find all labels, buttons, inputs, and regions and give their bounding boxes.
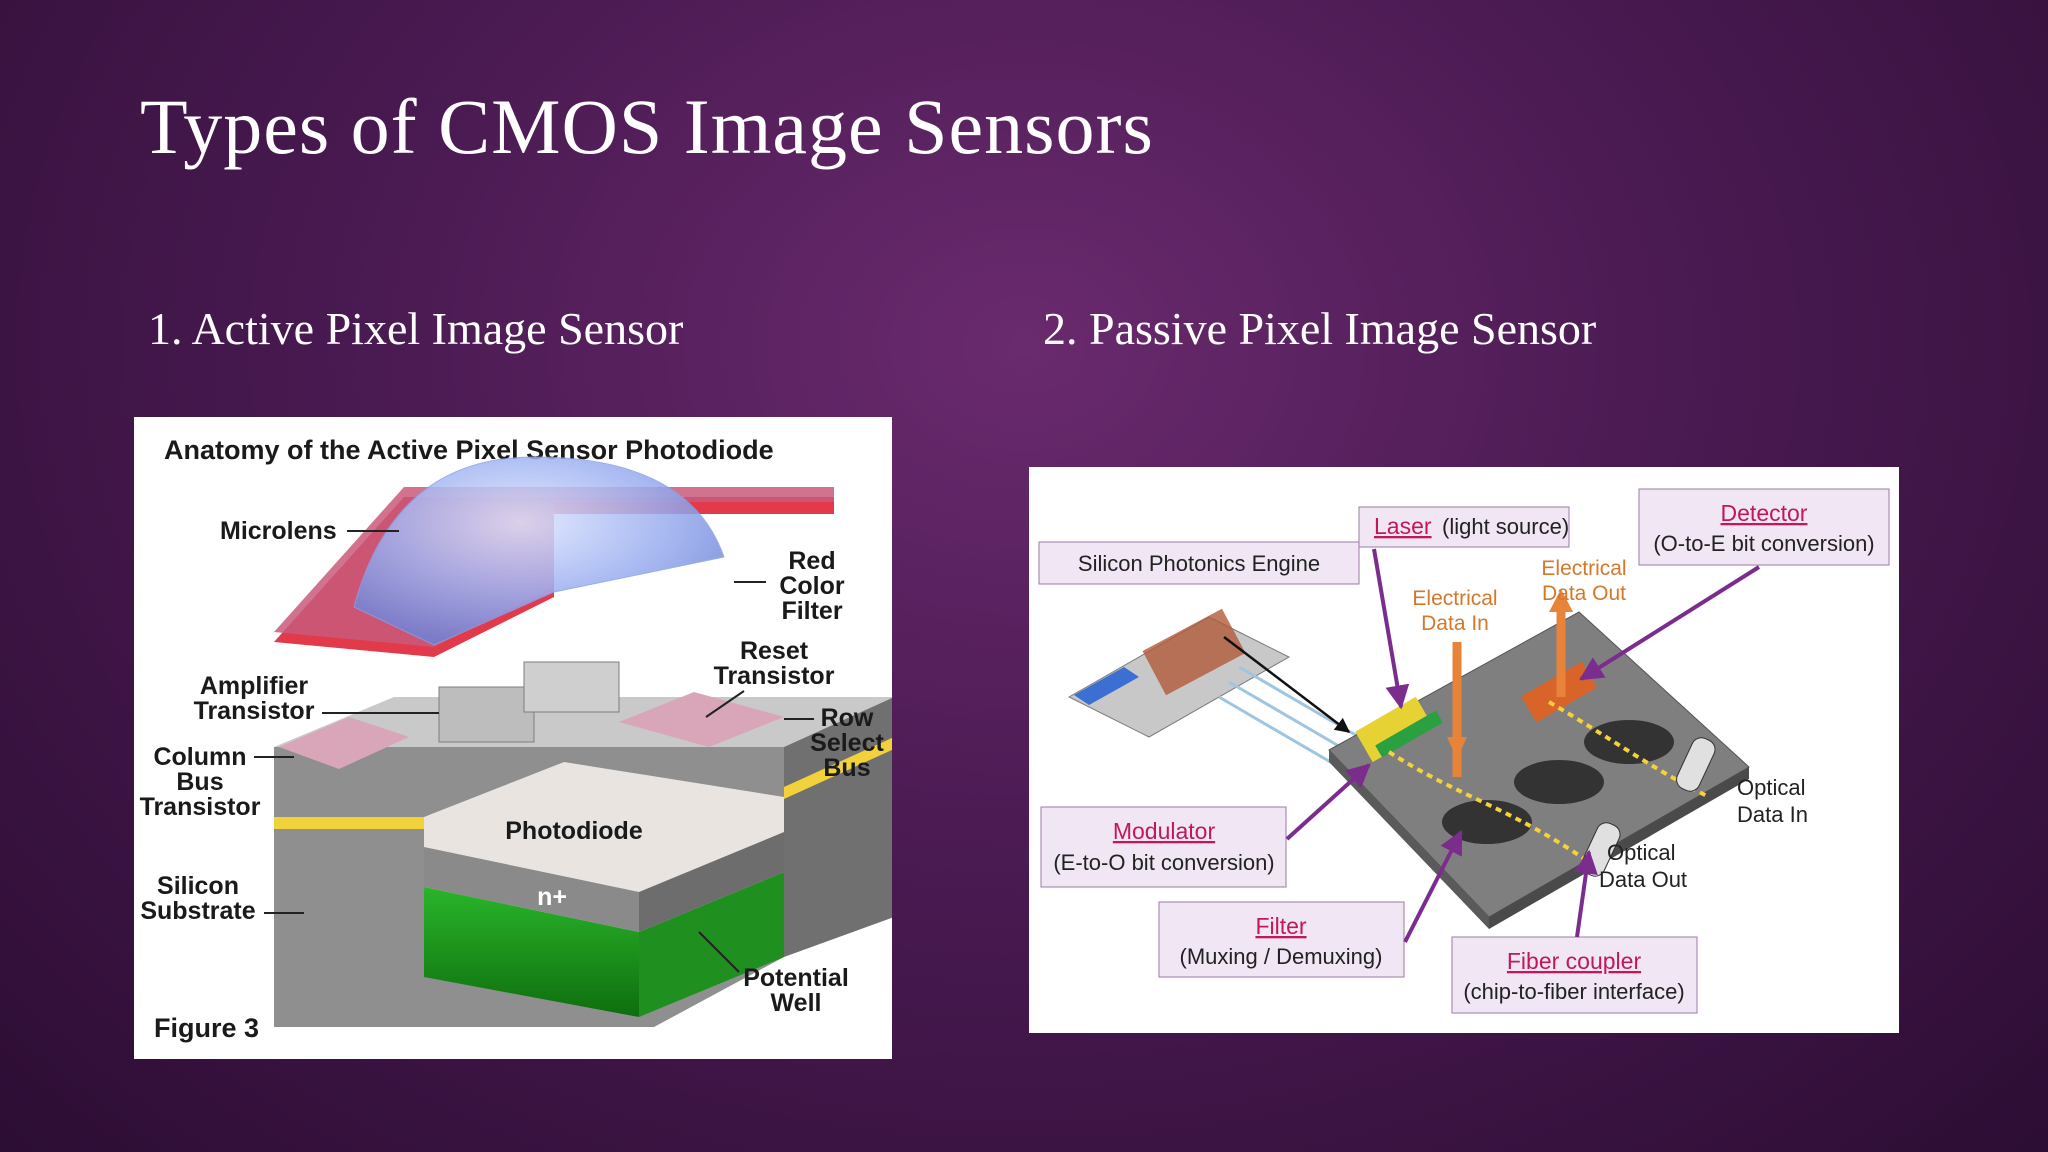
- label-modulator: Modulator: [1113, 818, 1216, 844]
- label-column-transistor: Transistor: [140, 793, 261, 821]
- callout-fiber-coupler: [1451, 936, 1698, 1014]
- label-select: Select: [810, 729, 884, 757]
- laser-text: Laser (light source): [1374, 513, 1569, 539]
- label-optical-out-2: Data Out: [1599, 867, 1687, 892]
- filter-ring-3: [1584, 720, 1674, 764]
- slide-title: Types of CMOS Image Sensors: [140, 83, 1154, 170]
- label-electrical-in-2: Data In: [1421, 612, 1489, 635]
- subheading-passive-pixel: 2. Passive Pixel Image Sensor: [1043, 303, 1597, 354]
- callout-laser: [1358, 506, 1570, 548]
- figure-title: Anatomy of the Active Pixel Sensor Photo…: [164, 435, 774, 465]
- label-substrate: Substrate: [140, 897, 255, 925]
- label-optical-out-1: Optical: [1607, 840, 1675, 865]
- n-plus-layer: [424, 847, 639, 932]
- label-well: Well: [771, 989, 822, 1017]
- reset-transistor: [523, 661, 620, 713]
- active-pixel-diagram: Anatomy of the Active Pixel Sensor Photo…: [140, 435, 892, 1043]
- yellow-layer-left: [274, 817, 424, 829]
- passive-pixel-figure: Silicon Photonics Engine Electrical Data…: [1029, 467, 1899, 1033]
- label-optical-in-2: Data In: [1737, 802, 1808, 827]
- label-silicon: Silicon: [157, 872, 239, 900]
- subheading-active-pixel: 1. Active Pixel Image Sensor: [148, 303, 684, 354]
- label-detector-desc: (O-to-E bit conversion): [1653, 531, 1874, 556]
- label-electrical-out-2: Data Out: [1542, 582, 1626, 605]
- label-electrical-out-1: Electrical: [1541, 557, 1626, 580]
- label-figure-3: Figure 3: [154, 1013, 259, 1043]
- label-column-bus: Bus: [176, 768, 223, 796]
- label-row: Row: [821, 704, 874, 732]
- label-amplifier-transistor: Transistor: [194, 697, 315, 725]
- label-reset: Reset: [740, 637, 809, 665]
- main-chip-edge-right: [1489, 767, 1749, 929]
- label-filter: Filter: [1255, 913, 1306, 939]
- small-chip-blue-block: [1074, 667, 1139, 705]
- label-microlens: Microlens: [220, 517, 337, 545]
- row-select-pad: [619, 692, 784, 747]
- label-optical-in-1: Optical: [1737, 775, 1805, 800]
- callout-filter: [1158, 901, 1405, 978]
- optical-in-connector: [1676, 737, 1716, 792]
- main-chip-edge: [1329, 750, 1489, 929]
- label-filter: Filter: [781, 597, 842, 625]
- microlens-dome: [353, 456, 725, 646]
- label-detector: Detector: [1721, 500, 1808, 526]
- label-red: Red: [788, 547, 835, 575]
- small-chip-grid: [1142, 608, 1246, 696]
- label-amplifier: Amplifier: [200, 672, 309, 700]
- label-fiber-coupler-desc: (chip-to-fiber interface): [1463, 979, 1684, 1004]
- callout-modulator: [1040, 806, 1287, 888]
- n-plus-side: [639, 832, 784, 932]
- label-laser: Laser: [1374, 513, 1432, 539]
- label-color: Color: [779, 572, 845, 600]
- label-n-plus: n+: [537, 883, 567, 911]
- label-filter-desc: (Muxing / Demuxing): [1180, 944, 1383, 969]
- filter-ring-1: [1442, 800, 1532, 844]
- label-modulator-desc: (E-to-O bit conversion): [1053, 850, 1274, 875]
- label-fiber-coupler: Fiber coupler: [1507, 948, 1642, 974]
- label-column: Column: [153, 743, 246, 771]
- label-silicon-photonics-engine: Silicon Photonics Engine: [1078, 551, 1320, 576]
- label-reset-transistor: Transistor: [714, 662, 835, 690]
- modulator-blocks: [1355, 696, 1434, 763]
- filter-ring-2: [1514, 760, 1604, 804]
- potential-well-front: [424, 887, 639, 1017]
- label-laser-desc: (light source): [1442, 514, 1569, 539]
- modulator-green: [1375, 710, 1443, 758]
- amplifier-transistor: [438, 686, 535, 743]
- column-transistor: [279, 717, 409, 769]
- label-photodiode: Photodiode: [505, 817, 643, 845]
- substrate-side: [784, 697, 892, 957]
- label-bus: Bus: [823, 754, 870, 782]
- callout-silicon-photonics: [1038, 541, 1360, 585]
- label-electrical-in-1: Electrical: [1412, 587, 1497, 610]
- yellow-layer-right: [784, 737, 892, 799]
- photonics-diagram: Silicon Photonics Engine Electrical Data…: [1038, 488, 1890, 1014]
- label-potential: Potential: [743, 964, 849, 992]
- callout-detector: [1638, 488, 1890, 566]
- active-pixel-figure: Anatomy of the Active Pixel Sensor Photo…: [134, 417, 892, 1059]
